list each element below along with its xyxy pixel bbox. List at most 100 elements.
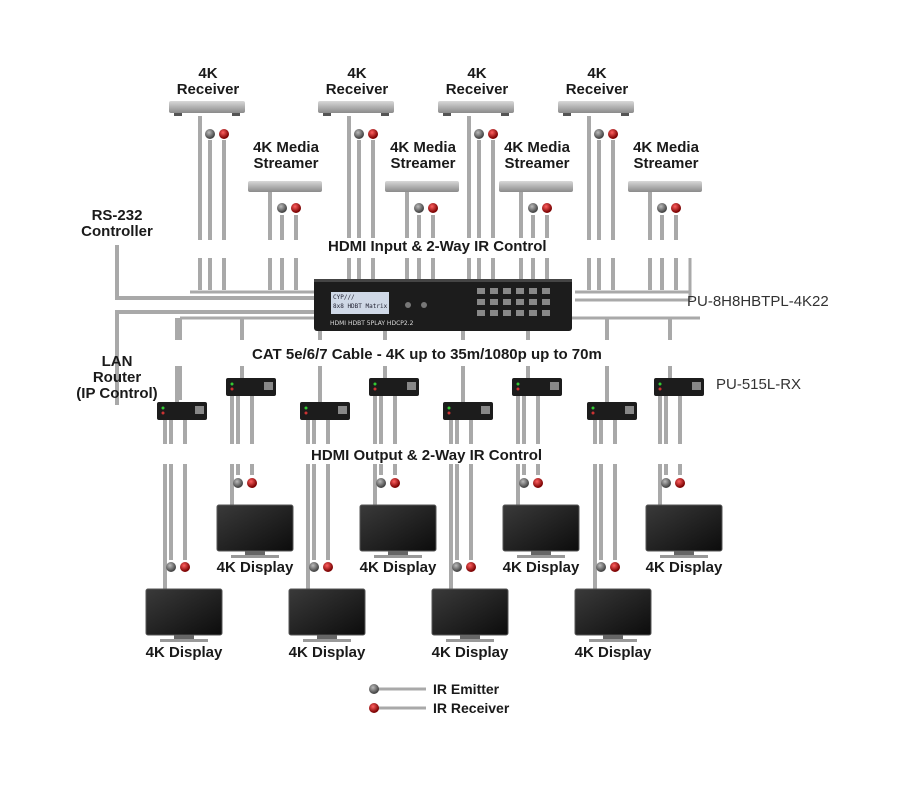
- receiver-icon: [169, 101, 245, 113]
- rj45-port: [264, 382, 273, 390]
- hdbaset-receiver: [157, 402, 207, 420]
- tv-display-icon: [502, 504, 580, 552]
- status-led: [591, 411, 595, 415]
- status-led: [161, 411, 165, 415]
- tv-base: [303, 639, 351, 642]
- receiver-foot: [232, 113, 240, 116]
- status-led: [658, 387, 662, 391]
- receiver-foot: [174, 113, 182, 116]
- display-label: 4K Display: [574, 644, 652, 661]
- legend-ir-emitter-label: IR Emitter: [433, 681, 500, 697]
- display-ir-emitter-icon: [166, 562, 176, 572]
- display-ir-emitter-icon: [661, 478, 671, 488]
- rj45-port: [550, 382, 559, 390]
- matrix-button: [503, 288, 511, 294]
- matrix-front-label: HDMI HDBT 5PLAY HDCP2.2: [330, 320, 414, 327]
- tv-display-icon: [288, 588, 366, 636]
- rs232-label: RS-232 Controller: [81, 207, 153, 240]
- tv-base: [446, 639, 494, 642]
- tv-base: [517, 555, 565, 558]
- streamer-label: 4K Media Streamer: [633, 139, 699, 172]
- receiver-ir-emitter-icon: [354, 129, 364, 139]
- display-label: 4K Display: [288, 644, 366, 661]
- status-led: [373, 382, 377, 386]
- receiver-ir-receiver-icon: [368, 129, 378, 139]
- receiver-ir-emitter-icon: [205, 129, 215, 139]
- receiver-ir-receiver-icon: [488, 129, 498, 139]
- matrix-model-label: PU-8H8HBTPL-4K22: [687, 293, 829, 310]
- matrix-button: [477, 310, 485, 316]
- receiver-ir-receiver-icon: [219, 129, 229, 139]
- receiver-ir-emitter-icon: [594, 129, 604, 139]
- legend-ir-emitter-icon: [369, 684, 379, 694]
- matrix-button: [516, 288, 524, 294]
- display-label: 4K Display: [645, 559, 723, 576]
- tv-stand: [174, 635, 194, 639]
- tv-display-icon: [645, 504, 723, 552]
- hdbaset-receiver: [512, 378, 562, 396]
- media-streamer-icon: [248, 181, 322, 192]
- display-label: 4K Display: [502, 559, 580, 576]
- status-led: [161, 406, 165, 410]
- streamer-ir-emitter-icon: [414, 203, 424, 213]
- streamer-ir-receiver-icon: [428, 203, 438, 213]
- tv-display-icon: [145, 588, 223, 636]
- status-led: [591, 406, 595, 410]
- tv-base: [160, 639, 208, 642]
- display-label: 4K Display: [359, 559, 437, 576]
- matrix-button: [529, 299, 537, 305]
- matrix-button: [542, 299, 550, 305]
- receiver-foot: [621, 113, 629, 116]
- media-streamer-icon: [385, 181, 459, 192]
- display-ir-receiver-icon: [533, 478, 543, 488]
- tv-stand: [531, 551, 551, 555]
- matrix-top-edge: [314, 279, 572, 282]
- tv-display-icon: [216, 504, 294, 552]
- band-output-label: HDMI Output & 2-Way IR Control: [305, 447, 549, 464]
- tv-display-icon: [431, 588, 509, 636]
- streamer-label: 4K Media Streamer: [390, 139, 456, 172]
- status-led: [516, 387, 520, 391]
- status-led: [304, 406, 308, 410]
- hdbaset-receiver: [300, 402, 350, 420]
- matrix-button: [542, 288, 550, 294]
- streamer-ir-receiver-icon: [671, 203, 681, 213]
- media-streamer-icon: [499, 181, 573, 192]
- tv-display-icon: [359, 504, 437, 552]
- receiver-icon: [438, 101, 514, 113]
- display-ir-emitter-icon: [596, 562, 606, 572]
- status-led: [658, 382, 662, 386]
- status-led: [304, 411, 308, 415]
- display-ir-receiver-icon: [247, 478, 257, 488]
- matrix-knob: [405, 302, 411, 308]
- display-label: 4K Display: [145, 644, 223, 661]
- display-ir-emitter-icon: [376, 478, 386, 488]
- rj45-port: [195, 406, 204, 414]
- tv-stand: [460, 635, 480, 639]
- receiver-foot: [443, 113, 451, 116]
- hdbaset-receiver: [587, 402, 637, 420]
- status-led: [230, 387, 234, 391]
- streamer-ir-receiver-icon: [291, 203, 301, 213]
- hdbaset-receiver: [654, 378, 704, 396]
- streamer-ir-emitter-icon: [528, 203, 538, 213]
- receiver-foot: [381, 113, 389, 116]
- receiver-icon: [318, 101, 394, 113]
- streamer-ir-emitter-icon: [657, 203, 667, 213]
- receiver-foot: [563, 113, 571, 116]
- tv-stand: [245, 551, 265, 555]
- rj45-port: [625, 406, 634, 414]
- tv-stand: [603, 635, 623, 639]
- matrix-button: [516, 310, 524, 316]
- receiver-foot: [323, 113, 331, 116]
- tv-base: [660, 555, 708, 558]
- display-label: 4K Display: [216, 559, 294, 576]
- display-ir-receiver-icon: [390, 478, 400, 488]
- display-ir-receiver-icon: [323, 562, 333, 572]
- display-ir-receiver-icon: [180, 562, 190, 572]
- streamer-label: 4K Media Streamer: [504, 139, 570, 172]
- matrix-button: [529, 310, 537, 316]
- status-led: [373, 387, 377, 391]
- tv-base: [374, 555, 422, 558]
- receiver-label: 4K Receiver: [445, 65, 509, 98]
